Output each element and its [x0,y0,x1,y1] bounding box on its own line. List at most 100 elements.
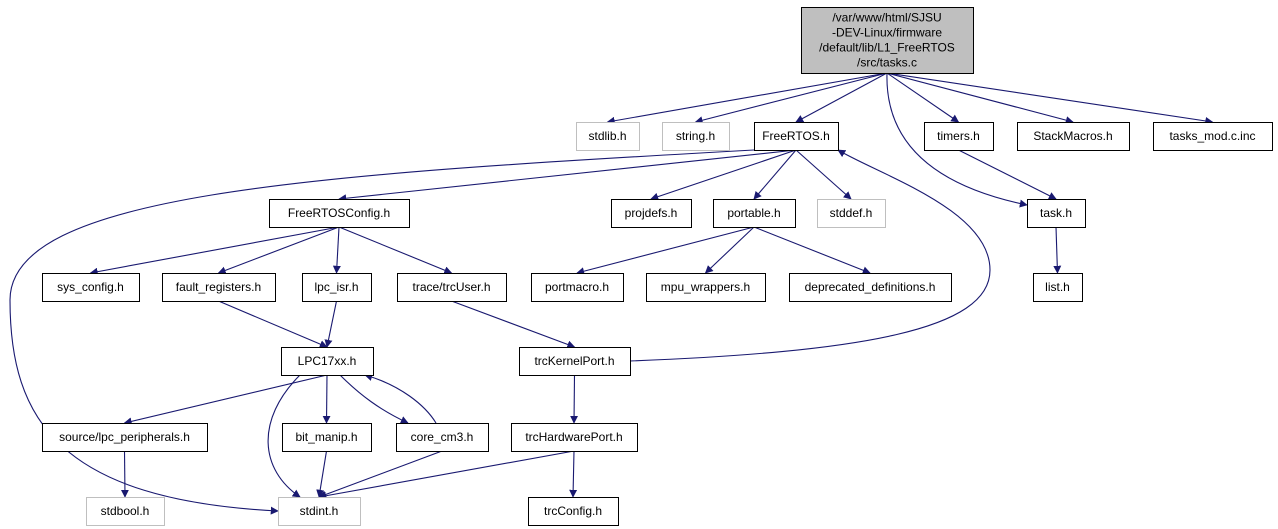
node-trckernelport[interactable]: trcKernelPort.h [519,347,631,376]
edge-freertos-to-projdefs [650,149,797,201]
node-sys_config-box [42,273,140,302]
node-timers[interactable]: timers.h [924,122,994,151]
edge-fault_registers-to-lpc17xx [218,300,328,348]
node-sys_config-label: sys_config.h [57,280,124,294]
node-trcconfig-label: trcConfig.h [544,504,602,518]
edge-lpc17xx-to-core_cm3 [339,374,409,424]
edge-freertos-to-portable [753,149,797,200]
node-task-label: task.h [1040,206,1072,220]
node-core_cm3-label: core_cm3.h [411,430,474,444]
node-stddef-box [817,199,886,228]
node-projdefs[interactable]: projdefs.h [611,199,692,228]
node-trckernelport-label: trcKernelPort.h [534,354,614,368]
node-bit_manip-label: bit_manip.h [295,430,357,444]
node-deprecated[interactable]: deprecated_definitions.h [789,273,952,302]
node-task-box [1027,199,1086,228]
node-stdint: stdint.h [278,497,361,526]
edge-lpc_peripherals-to-stdbool [120,450,129,498]
edge-freertosconfig-to-lpc_isr [332,226,341,274]
node-stdlib: stdlib.h [576,122,640,151]
node-freertos-box [754,122,839,151]
node-sys_config[interactable]: sys_config.h [42,273,140,302]
node-lpc_peripherals[interactable]: source/lpc_peripherals.h [42,423,208,452]
node-freertos-label: FreeRTOS.h [762,129,830,143]
node-trcconfig[interactable]: trcConfig.h [528,497,619,526]
node-lpc17xx-label: LPC17xx.h [298,354,357,368]
edge-core_cm3-to-lpc17xx [364,373,437,424]
edge-portable-to-portmacro [576,226,755,276]
node-projdefs-label: projdefs.h [625,206,678,220]
edge-tasks_c-to-task [886,72,1028,208]
node-fault_registers[interactable]: fault_registers.h [162,273,276,302]
node-tasks_c-label-1: -DEV-Linux/firmware [832,26,942,40]
edge-lpc17xx-to-bit_manip [322,374,331,424]
edge-tasks_c-to-stackmacros [886,72,1074,125]
node-trchardwareport[interactable]: trcHardwarePort.h [511,423,638,452]
node-trcuser-box [397,273,507,302]
node-stdbool-label: stdbool.h [101,504,150,518]
edge-lpc17xx-to-stdint [267,374,301,498]
node-string-label: string.h [676,129,715,143]
node-deprecated-box [789,273,952,302]
node-trcuser[interactable]: trace/trcUser.h [397,273,507,302]
node-tasks_mod[interactable]: tasks_mod.c.inc [1153,122,1273,151]
node-stddef: stddef.h [817,199,886,228]
node-list-box [1033,273,1083,302]
edge-lpc_isr-to-lpc17xx [324,300,338,348]
node-portmacro-box [531,273,624,302]
node-portable[interactable]: portable.h [713,199,796,228]
node-stackmacros[interactable]: StackMacros.h [1017,122,1130,151]
edge-trchardwareport-to-trcconfig [569,450,578,498]
node-mpu_wrappers-label: mpu_wrappers.h [661,280,750,294]
node-list-label: list.h [1045,280,1070,294]
edge-freertos-to-stdint [9,149,755,515]
edge-freertos-to-freertosconfig [338,149,797,203]
node-freertosconfig[interactable]: FreeRTOSConfig.h [269,199,410,228]
node-trchardwareport-box [511,423,638,452]
node-trcconfig-box [528,497,619,526]
node-trchardwareport-label: trcHardwarePort.h [525,430,622,444]
node-stdbool-box [86,497,165,526]
node-trcuser-label: trace/trcUser.h [412,280,490,294]
node-deprecated-label: deprecated_definitions.h [805,280,936,294]
node-stdbool: stdbool.h [86,497,165,526]
edge-trckernelport-to-trchardwareport [570,374,579,424]
edge-portable-to-deprecated [753,226,871,275]
node-stackmacros-label: StackMacros.h [1033,129,1112,143]
edge-bit_manip-to-stdint [316,450,328,498]
node-stackmacros-box [1017,122,1130,151]
node-tasks_c-label-0: /var/www/html/SJSU [832,11,941,25]
node-timers-label: timers.h [937,129,980,143]
node-lpc_isr[interactable]: lpc_isr.h [302,273,372,302]
node-bit_manip[interactable]: bit_manip.h [282,423,372,452]
node-fault_registers-box [162,273,276,302]
node-mpu_wrappers[interactable]: mpu_wrappers.h [646,273,766,302]
node-freertos[interactable]: FreeRTOS.h [754,122,839,151]
node-tasks_c: /var/www/html/SJSU-DEV-Linux/firmware/de… [801,7,974,74]
edge-timers-to-task [958,149,1057,200]
node-trckernelport-box [519,347,631,376]
node-freertosconfig-label: FreeRTOSConfig.h [288,206,390,220]
node-core_cm3[interactable]: core_cm3.h [396,423,489,452]
edge-task-to-list [1053,226,1062,274]
node-tasks_mod-box [1153,122,1273,151]
node-portable-label: portable.h [727,206,780,220]
edge-trchardwareport-to-stdint [318,450,575,500]
edge-tasks_c-to-timers [886,72,960,123]
node-string-box [662,122,730,151]
edge-portable-to-mpu_wrappers [704,226,755,274]
node-list[interactable]: list.h [1033,273,1083,302]
edge-trcuser-to-trckernelport [451,300,576,349]
node-stddef-label: stddef.h [830,206,873,220]
node-projdefs-box [611,199,692,228]
node-lpc_peripherals-box [42,423,208,452]
node-task[interactable]: task.h [1027,199,1086,228]
node-portmacro[interactable]: portmacro.h [531,273,624,302]
node-lpc17xx[interactable]: LPC17xx.h [281,347,374,376]
edge-lpc17xx-to-lpc_peripherals [123,374,328,426]
node-lpc_peripherals-label: source/lpc_peripherals.h [59,430,190,444]
node-portable-box [713,199,796,228]
node-stdlib-box [576,122,640,151]
edge-trckernelport-to-freertos [629,149,991,362]
